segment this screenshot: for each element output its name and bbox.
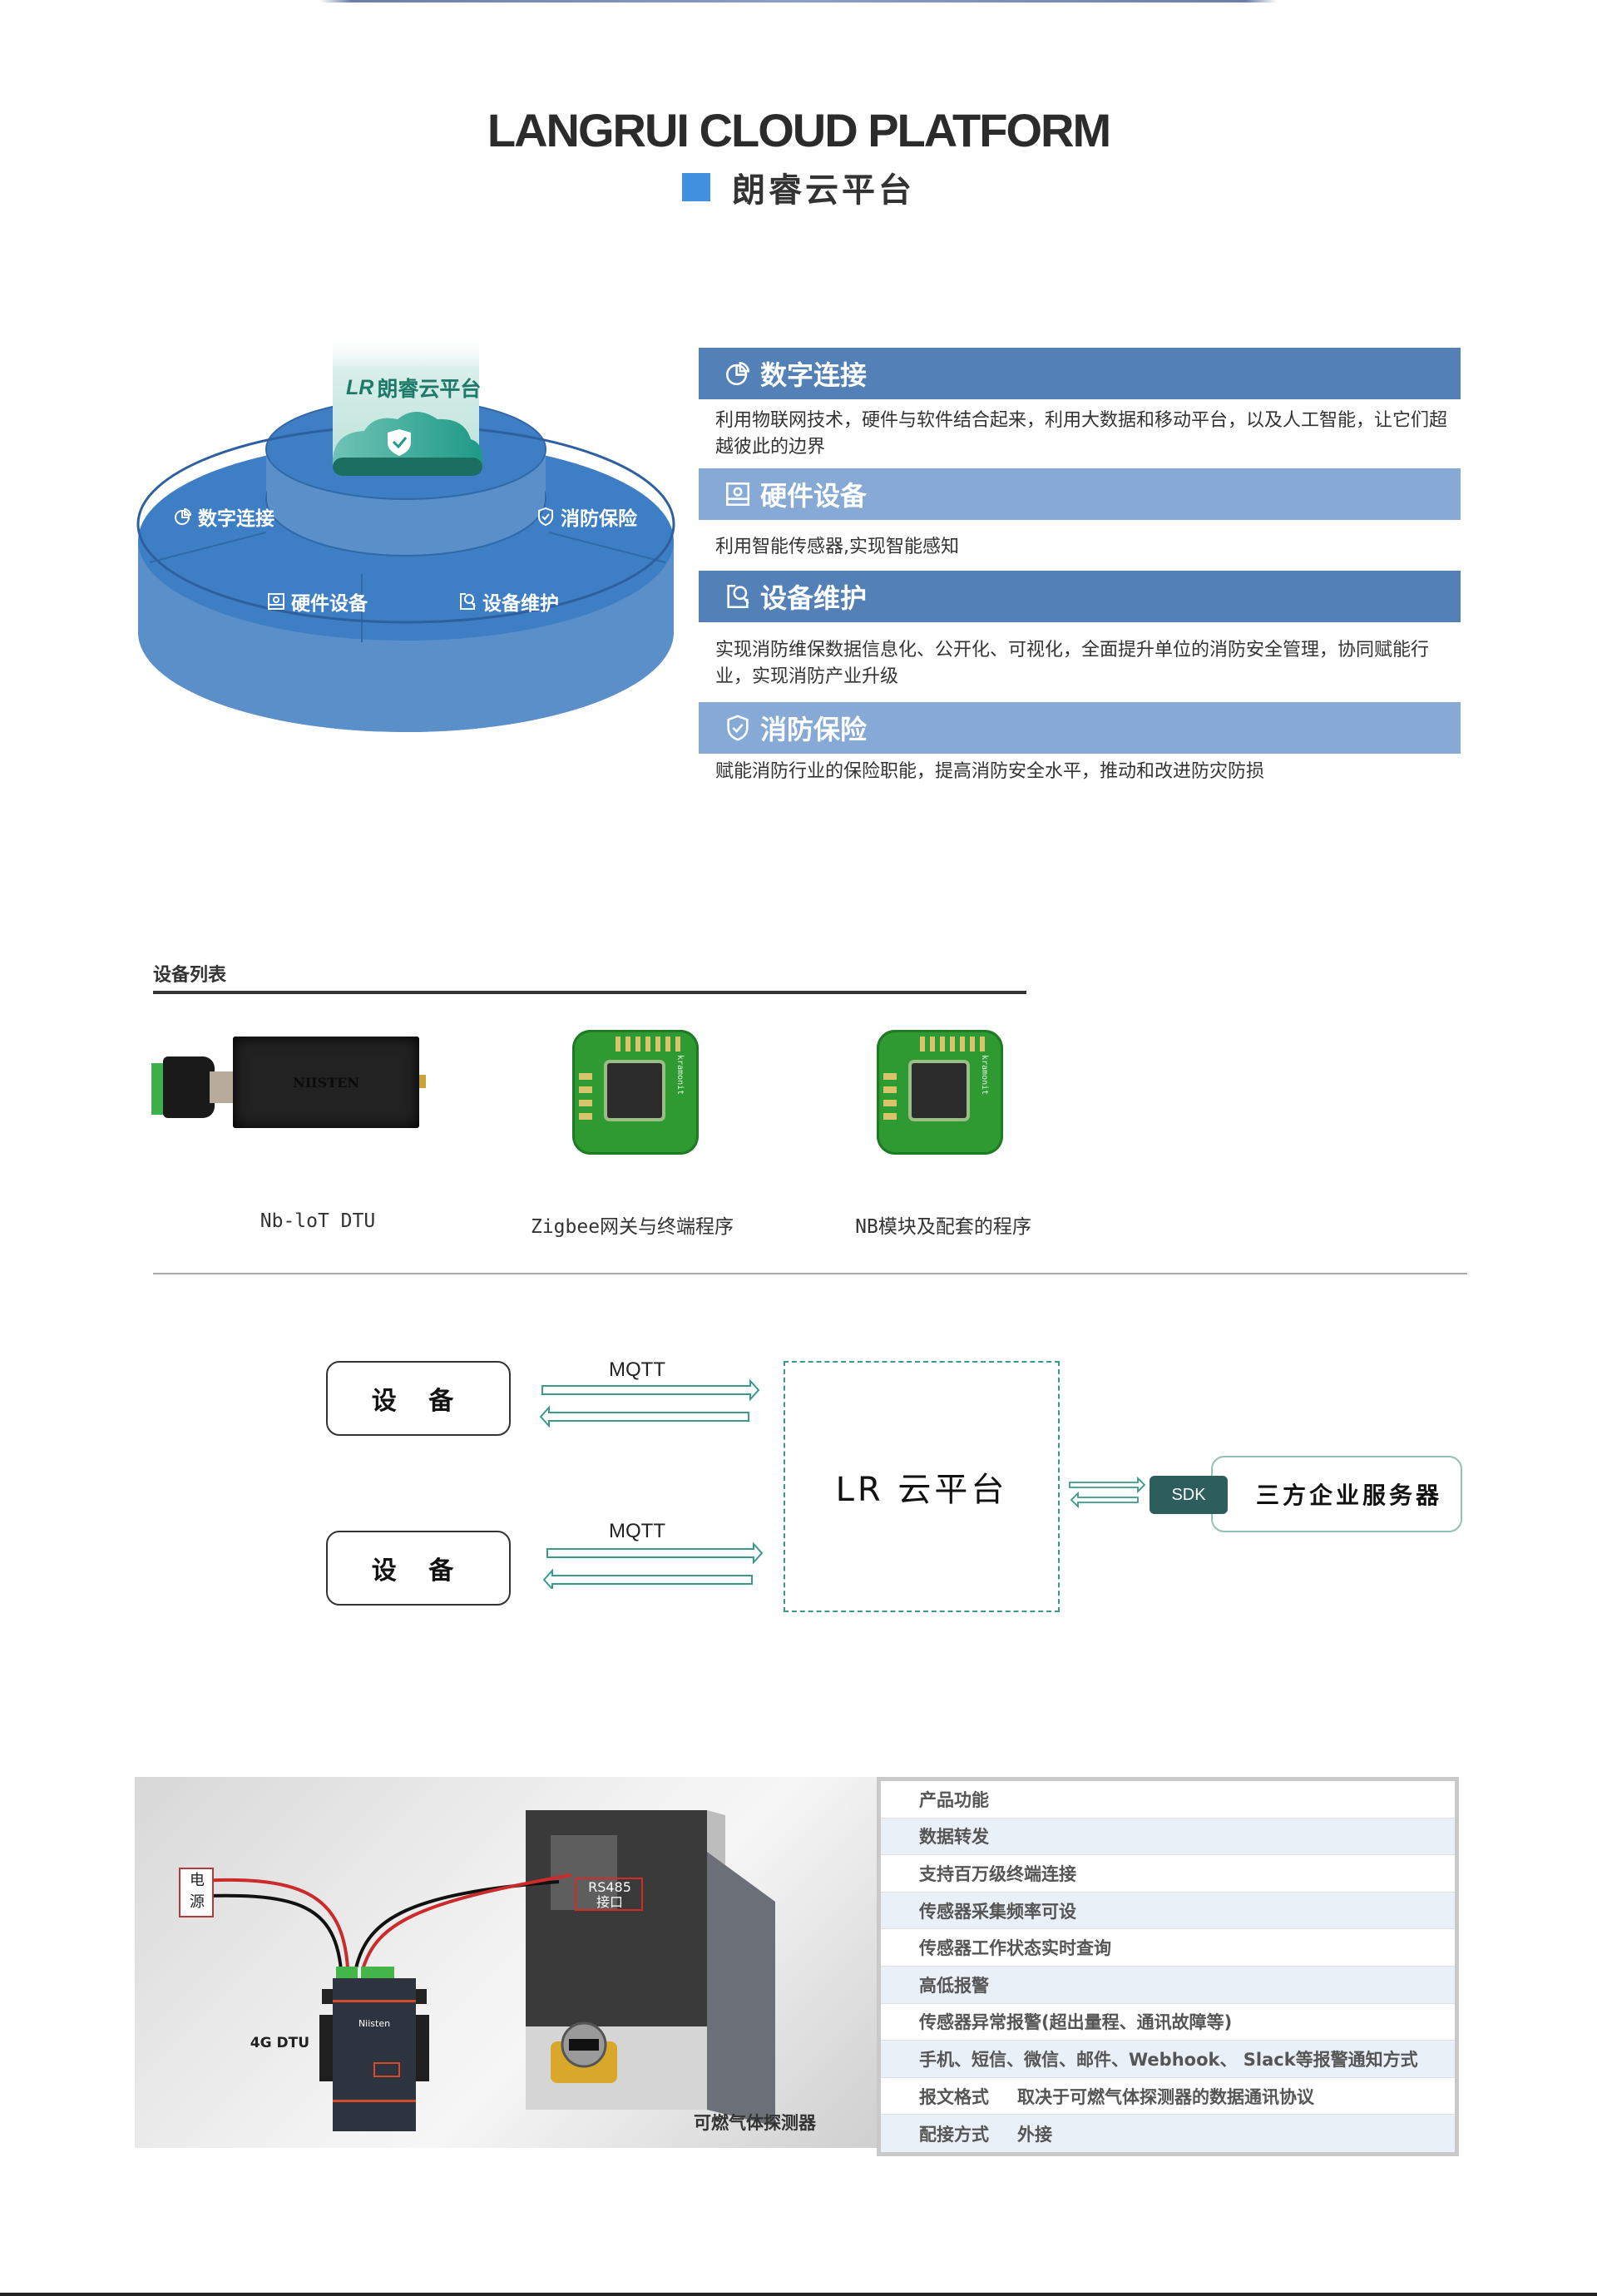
feature-description: 赋能消防行业的保险职能，提高消防安全水平，推动和改进防灾防损 bbox=[715, 761, 1265, 782]
pie-chart-icon bbox=[175, 507, 192, 525]
page-title-chinese: 朗睿云平台 bbox=[732, 171, 915, 210]
gas-detector-label: 可燃气体探测器 bbox=[694, 2113, 816, 2133]
pcb-brand-text: kramonit bbox=[675, 1055, 685, 1096]
mqtt-arrows bbox=[539, 1378, 764, 1589]
segment-digital-connection: 数字连接 bbox=[173, 502, 274, 531]
zigbee-module-image: kramonit bbox=[572, 1030, 699, 1155]
device-box-1: 设 备 bbox=[326, 1361, 511, 1436]
section-separator bbox=[153, 1273, 1467, 1274]
sdk-arrows bbox=[1069, 1476, 1146, 1509]
table-row: 报文格式 取决于可燃气体探测器的数据通讯协议 bbox=[881, 2078, 1455, 2115]
arrow-right-icon bbox=[1069, 1476, 1146, 1494]
pcb-brand-text: kramonit bbox=[980, 1055, 989, 1096]
feature-bar-maintenance: 设备维护 bbox=[699, 571, 1461, 622]
shield-check-icon bbox=[727, 715, 749, 741]
device-caption: Nb-loT DTU bbox=[260, 1210, 376, 1232]
spec-table: 产品功能 数据转发 支持百万级终端连接 传感器采集频率可设 传感器工作状态实时查… bbox=[877, 1777, 1459, 2156]
arrow-right-icon bbox=[541, 1378, 760, 1402]
row-text: 手机、短信、微信、邮件、Webhook、 Slack等报警通知方式 bbox=[919, 2049, 1418, 2070]
4g-dtu-label: 4G DTU bbox=[250, 2035, 309, 2051]
feature-title: 数字连接 bbox=[760, 359, 868, 391]
sdk-badge: SDK bbox=[1150, 1476, 1228, 1514]
row-text: 配接方式 bbox=[919, 2124, 989, 2145]
table-row: 产品功能 bbox=[881, 1781, 1455, 1818]
page-title-chinese-row: 朗睿云平台 bbox=[0, 163, 1597, 211]
lr-cloud-platform-box: LR 云平台 bbox=[784, 1361, 1060, 1612]
segment-label: 硬件设备 bbox=[291, 593, 368, 615]
row-value: 外接 bbox=[1017, 2124, 1052, 2145]
row-text: 高低报警 bbox=[919, 1975, 989, 1996]
device-list-heading: 设备列表 bbox=[153, 965, 227, 986]
row-text: 传感器异常报警(超出量程、通讯故障等) bbox=[919, 2012, 1233, 2033]
arrow-left-icon bbox=[539, 1405, 749, 1428]
maintenance-search-icon bbox=[460, 593, 476, 610]
row-text: 报文格式 bbox=[919, 2086, 989, 2107]
top-rule bbox=[0, 0, 1597, 2]
bottom-rule bbox=[0, 2293, 1597, 2296]
segment-label: 数字连接 bbox=[198, 508, 274, 530]
table-row: 传感器异常报警(超出量程、通讯故障等) bbox=[881, 2004, 1455, 2041]
device-list-rule bbox=[153, 991, 1026, 994]
table-row: 配接方式 外接 bbox=[881, 2115, 1455, 2152]
page-title-english: LANGRUI CLOUD PLATFORM bbox=[487, 104, 1111, 156]
feature-description: 利用物联网技术，硬件与软件结合起来，利用大数据和移动平台，以及人工智能，让它们超… bbox=[715, 410, 1448, 458]
hardware-device-icon bbox=[268, 593, 284, 610]
segment-label: 设备维护 bbox=[482, 593, 559, 615]
cylinder-illustration bbox=[136, 333, 675, 732]
feature-description: 利用智能传感器,实现智能感知 bbox=[715, 537, 959, 557]
arrow-left-icon bbox=[542, 1568, 753, 1589]
device-caption: NB模块及配套的程序 bbox=[855, 1216, 1031, 1238]
device-caption: Zigbee网关与终端程序 bbox=[530, 1216, 734, 1238]
table-row: 数据转发 bbox=[881, 1818, 1455, 1856]
row-text: 传感器工作状态实时查询 bbox=[919, 1938, 1111, 1959]
feature-bar-fire-insurance: 消防保险 bbox=[699, 702, 1461, 754]
row-text: 支持百万级终端连接 bbox=[919, 1863, 1076, 1884]
wiring-illustration bbox=[179, 1810, 775, 2131]
installation-photo: 电源 RS485 接口 Niisten 4G DTU 可燃气体探测器 bbox=[135, 1777, 877, 2148]
platform-brand-title: LR 朗睿云平台 bbox=[346, 373, 481, 403]
interface-label: 接口 bbox=[596, 1894, 623, 1910]
pie-chart-icon bbox=[725, 361, 750, 386]
arrow-left-icon bbox=[1070, 1491, 1139, 1509]
segment-maintenance: 设备维护 bbox=[457, 587, 559, 616]
feature-title: 硬件设备 bbox=[760, 480, 868, 512]
feature-title: 设备维护 bbox=[760, 582, 868, 614]
feature-bar-hardware: 硬件设备 bbox=[699, 468, 1461, 520]
rs485-label: RS485 bbox=[588, 1879, 631, 1895]
row-text: 数据转发 bbox=[919, 1827, 989, 1848]
table-row: 传感器采集频率可设 bbox=[881, 1892, 1455, 1930]
maintenance-search-icon bbox=[727, 584, 749, 609]
third-party-server-box: 三方企业服务器 bbox=[1211, 1456, 1462, 1532]
dtu-brand-text: NIISTEN bbox=[293, 1075, 359, 1091]
rs485-interface-label: RS485 接口 bbox=[581, 1880, 639, 1910]
feature-description: 实现消防维保数据信息化、公开化、可视化，全面提升单位的消防安全管理，协同赋能行业… bbox=[715, 640, 1430, 687]
table-row: 手机、短信、微信、邮件、Webhook、 Slack等报警通知方式 bbox=[881, 2041, 1455, 2078]
nb-module-image: kramonit bbox=[877, 1030, 1003, 1155]
power-label: 电源 bbox=[190, 1872, 205, 1911]
arrow-right-icon bbox=[546, 1541, 764, 1565]
title-square-marker bbox=[682, 173, 710, 201]
nb-iot-dtu-image: NIISTEN bbox=[151, 1032, 426, 1131]
hardware-device-icon bbox=[725, 482, 750, 507]
platform-cylinder-graphic: LR 朗睿云平台 数字连接 消防保险 硬件设备 设备维护 bbox=[133, 333, 682, 749]
row-text: 传感器采集频率可设 bbox=[919, 1901, 1076, 1922]
feature-title: 消防保险 bbox=[760, 714, 868, 745]
feature-bar-digital-connection: 数字连接 bbox=[699, 348, 1461, 399]
device-box-2: 设 备 bbox=[326, 1531, 511, 1606]
segment-label: 消防保险 bbox=[561, 508, 637, 530]
mqtt-label-2: MQTT bbox=[609, 1520, 665, 1542]
row-text: 产品功能 bbox=[919, 1789, 989, 1810]
table-row: 支持百万级终端连接 bbox=[881, 1855, 1455, 1893]
table-row: 传感器工作状态实时查询 bbox=[881, 1929, 1455, 1967]
lr-logo-icon: LR bbox=[346, 375, 374, 399]
mqtt-label-1: MQTT bbox=[609, 1358, 665, 1381]
segment-fire-insurance: 消防保险 bbox=[536, 502, 637, 531]
row-value: 取决于可燃气体探测器的数据通讯协议 bbox=[1017, 2086, 1314, 2107]
dtu-brand-label: Niisten bbox=[358, 2018, 391, 2029]
segment-hardware: 硬件设备 bbox=[266, 587, 368, 616]
shield-check-icon bbox=[538, 507, 553, 527]
table-row: 高低报警 bbox=[881, 1966, 1455, 2004]
platform-brand-name: 朗睿云平台 bbox=[377, 377, 482, 401]
